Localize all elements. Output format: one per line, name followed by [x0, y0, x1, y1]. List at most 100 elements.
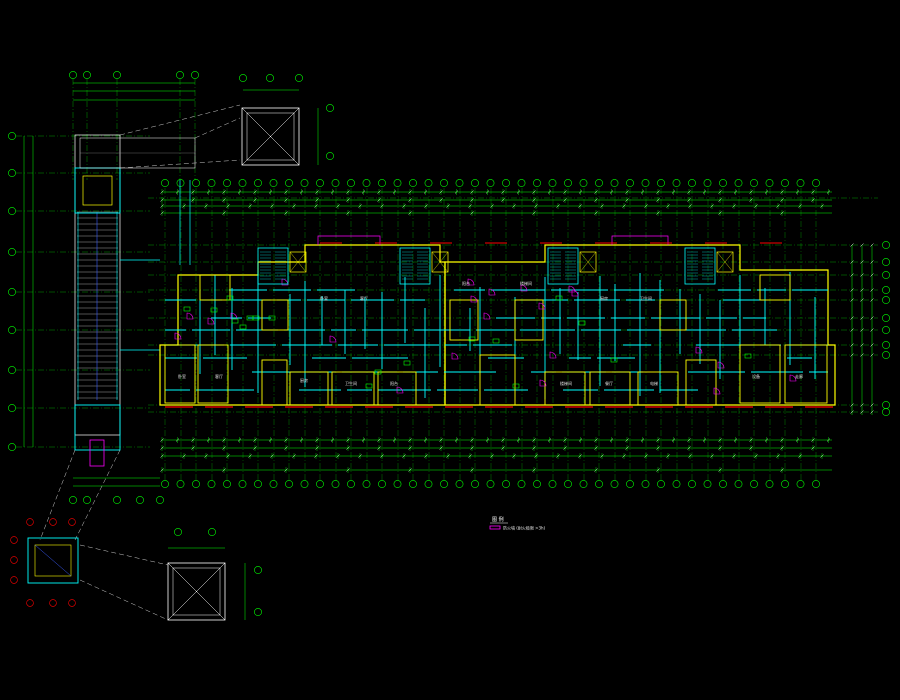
- axis-bubble: [8, 443, 16, 451]
- room-label: 卧室: [178, 373, 186, 379]
- axis-bubble: [331, 480, 340, 488]
- axis-bubble: [285, 480, 293, 488]
- door-swing: [695, 346, 703, 354]
- tower-detail-outline: [167, 562, 226, 621]
- axis-bubbles: [8, 71, 890, 616]
- room: [659, 299, 687, 331]
- axis-bubble: [703, 179, 712, 187]
- axis-bubble: [316, 480, 324, 488]
- dimension-tick: [860, 243, 864, 247]
- axis-bubble: [440, 480, 448, 488]
- room: [164, 344, 196, 404]
- axis-bubble: [300, 480, 309, 488]
- stair-core: [399, 247, 431, 285]
- stair-core: [684, 247, 716, 285]
- axis-bubble: [719, 179, 727, 187]
- room-partitions: [164, 272, 828, 406]
- axis-bubble: [781, 179, 789, 187]
- fixture: [210, 307, 218, 313]
- fixture: [610, 357, 618, 363]
- axis-bubble: [207, 480, 216, 488]
- axis-bubble: [564, 480, 572, 488]
- dimension-tick: [850, 328, 854, 332]
- axis-bubble: [502, 179, 510, 187]
- axis-bubble: [641, 179, 650, 187]
- small-tower-plan: [27, 537, 79, 584]
- axis-bubble: [207, 179, 216, 187]
- detail-guide-line: [194, 117, 241, 139]
- legend-item: 防火墙 (耐火极限 >3h): [503, 525, 546, 531]
- axis-bubble: [688, 480, 696, 488]
- room-label: 厨房: [300, 377, 308, 383]
- axis-bubble: [626, 179, 634, 187]
- axis-bubble: [8, 132, 16, 140]
- detail-towers: [27, 107, 300, 621]
- elevator-shaft: [579, 251, 597, 273]
- axis-bubble: [641, 480, 650, 488]
- axis-bubble: [192, 480, 200, 488]
- axis-bubble: [610, 480, 619, 488]
- room-label: 厨房: [600, 295, 608, 301]
- axis-bubble: [471, 480, 479, 488]
- room: [377, 371, 417, 406]
- axis-bubble: [424, 179, 433, 187]
- dimension-tick: [870, 410, 874, 414]
- axis-bubble-small: [26, 518, 34, 526]
- bay-window: [317, 235, 381, 245]
- axis-bubble: [254, 608, 262, 616]
- axis-bubble: [657, 480, 665, 488]
- tower-door-bottom: [89, 439, 105, 467]
- axis-bubble: [657, 179, 665, 187]
- axis-bubble: [316, 179, 324, 187]
- axis-bubble: [455, 480, 464, 488]
- axis-bubble: [533, 179, 541, 187]
- dimension-tick: [870, 328, 874, 332]
- axis-bubble: [156, 496, 164, 504]
- stair-core: [547, 247, 579, 285]
- axis-bubble-small: [49, 518, 57, 526]
- axis-bubble-small: [26, 599, 34, 607]
- room: [261, 299, 289, 331]
- axis-bubble: [486, 179, 495, 187]
- axis-bubble: [471, 179, 479, 187]
- axis-bubble-small: [10, 576, 18, 584]
- dimension-tick: [870, 260, 874, 264]
- room-label: 楼梯间: [520, 280, 532, 286]
- axis-bubble: [331, 179, 340, 187]
- axis-bubble: [734, 179, 743, 187]
- elevator-shaft: [716, 251, 734, 273]
- door-swing: [539, 379, 547, 387]
- axis-bubble: [882, 408, 890, 416]
- axis-bubble: [208, 528, 216, 536]
- dimension-tick: [870, 243, 874, 247]
- dimension-tick: [850, 410, 854, 414]
- fixture: [226, 295, 234, 301]
- door-swing: [717, 361, 725, 369]
- axis-bubble: [239, 74, 247, 82]
- elevator-x: [716, 251, 734, 273]
- axis-bubble: [882, 341, 890, 349]
- door-swing: [174, 332, 182, 340]
- elevator-x: [579, 251, 597, 273]
- tower-detail-inner: [172, 567, 221, 616]
- axis-bubble: [378, 480, 386, 488]
- room: [197, 344, 229, 404]
- axis-bubble: [595, 480, 603, 488]
- fixture: [492, 338, 500, 344]
- dimension-tick: [850, 260, 854, 264]
- axis-bubble: [69, 71, 77, 79]
- dimension-tick: [850, 403, 854, 407]
- tower-detail-outline: [241, 107, 300, 166]
- fixture: [246, 315, 254, 321]
- axis-bubble: [703, 480, 712, 488]
- axis-bubble: [812, 480, 820, 488]
- axis-bubble: [455, 179, 464, 187]
- axis-bubble: [362, 480, 371, 488]
- dimension-tick: [870, 288, 874, 292]
- dimension-tick: [850, 243, 854, 247]
- detail-guide-line: [79, 544, 169, 566]
- axis-bubble: [517, 480, 526, 488]
- axis-bubble: [136, 496, 144, 504]
- axis-bubble: [882, 314, 890, 322]
- connecting-corridor: [39, 104, 241, 621]
